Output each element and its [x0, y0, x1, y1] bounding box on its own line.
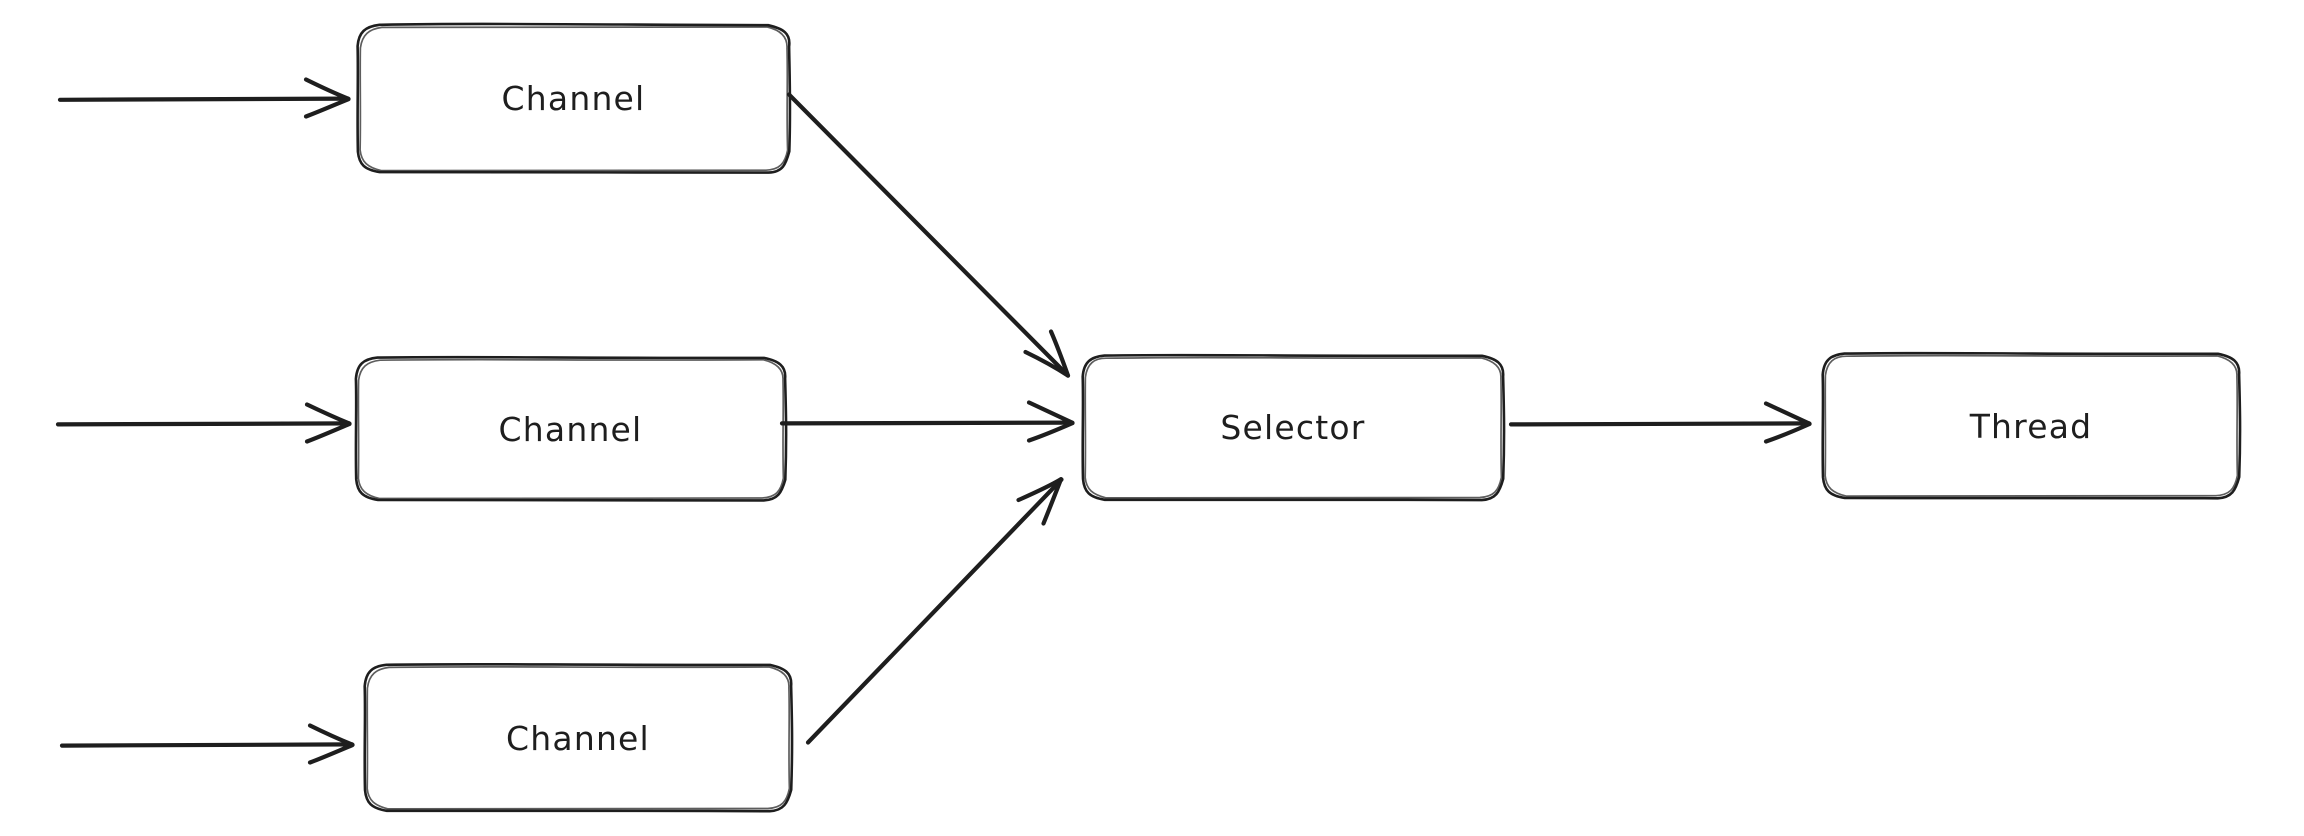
edge-channel-bottom-to-selector [805, 477, 1064, 745]
node-channel-top[interactable] [357, 24, 790, 173]
node-channel-middle[interactable] [355, 357, 786, 501]
node-channel-bottom[interactable] [364, 664, 792, 812]
node-channel-middle-shape [354, 355, 788, 502]
node-thread[interactable] [1822, 353, 2240, 500]
node-channel-top-shape [356, 22, 792, 174]
edge-channel-middle-to-selector [779, 400, 1075, 443]
edge-input-to-channel-middle [55, 402, 352, 444]
edge-input-to-channel-top [57, 77, 351, 119]
node-channel-bottom-shape [363, 662, 794, 813]
node-selector-shape [1081, 353, 1506, 502]
edge-selector-to-thread [1508, 401, 1812, 444]
node-thread-shape [1821, 351, 2242, 500]
node-selector[interactable] [1082, 355, 1504, 500]
edge-channel-top-to-selector [786, 92, 1071, 378]
edge-input-to-channel-bottom [59, 723, 355, 765]
